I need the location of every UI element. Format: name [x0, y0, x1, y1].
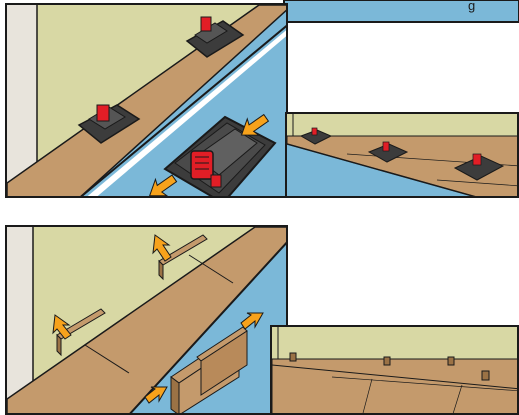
panel-spacers-closeup	[5, 3, 288, 198]
spacer-enlarged-icon	[163, 115, 277, 196]
arrow-icon	[152, 234, 172, 262]
arrow-icon	[149, 174, 178, 196]
arrow-icon	[240, 312, 264, 330]
banner-text: g	[468, 0, 476, 13]
shim-icon	[289, 352, 297, 362]
arrow-icon	[52, 314, 72, 340]
spacer-icon	[453, 153, 505, 181]
spacer-icon	[185, 16, 245, 58]
shim-icon	[447, 356, 455, 366]
shim-pair-icon	[170, 326, 248, 413]
spacer-icon	[299, 127, 333, 145]
arrow-icon	[240, 113, 270, 136]
panel-spacers-row	[285, 112, 519, 198]
arrow-icon	[144, 386, 168, 404]
spacer-icon	[77, 104, 141, 144]
shim-icon	[383, 356, 391, 366]
panel-shims-row	[270, 325, 519, 415]
shim-icon	[481, 370, 490, 381]
shim-icon	[56, 308, 106, 357]
panel-shims-closeup	[5, 225, 288, 415]
spacer-icon	[367, 141, 409, 163]
